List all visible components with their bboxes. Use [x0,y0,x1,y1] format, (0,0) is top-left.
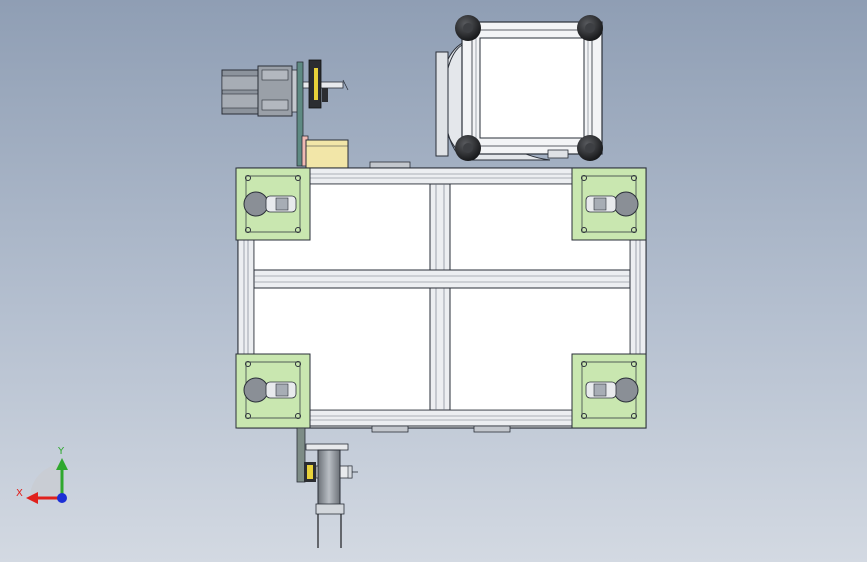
drive-shaft-gear [302,59,349,109]
leveling-knob-top-right [577,15,603,41]
top-square-frame [435,21,603,161]
drive-wheel-assembly [296,427,358,548]
top-clip [369,161,411,169]
caster-plate-top-left [235,167,311,241]
mount-bracket [305,139,349,169]
servo-motor [221,65,299,117]
caster-plate-bottom-left [235,353,311,429]
x-axis-label: X [16,488,23,499]
caster-plate-bottom-right [571,353,647,429]
leveling-knob-bottom-right [577,135,603,161]
axis-triad: Y X [16,446,68,504]
y-axis-label: Y [57,446,65,457]
caster-plate-top-right [571,167,647,241]
leveling-knob-top-left [455,15,481,41]
leveling-knob-bottom-left [455,135,481,161]
